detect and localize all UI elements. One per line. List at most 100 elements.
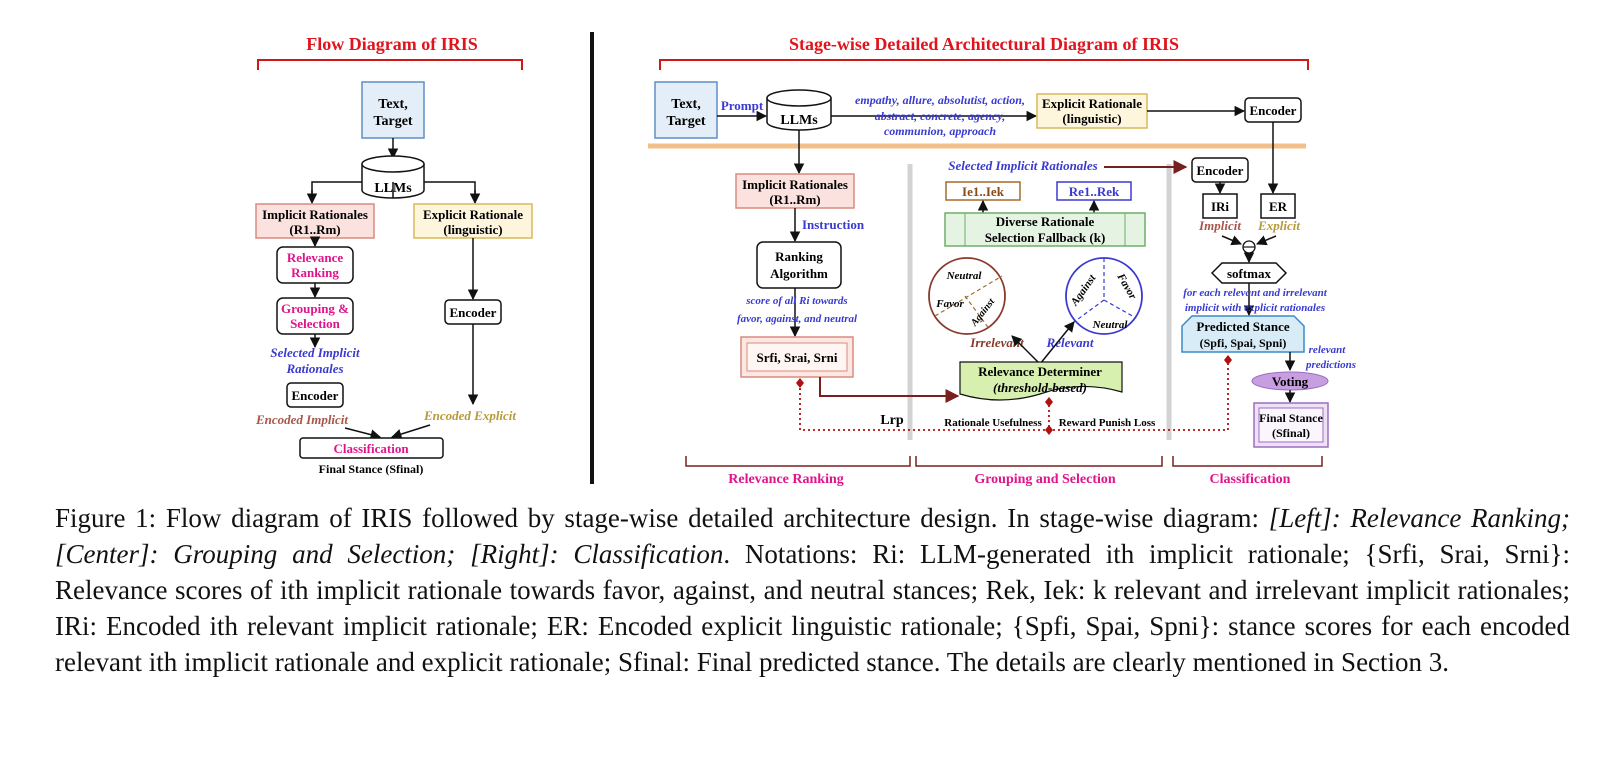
final-l1: Final Stance — [1259, 411, 1323, 425]
right-implicit-box — [735, 173, 855, 209]
left-title: Flow Diagram of IRIS — [306, 34, 478, 54]
right-implicit-l2: (R1..Rm) — [769, 192, 820, 207]
left-grouping-l2: Selection — [290, 316, 341, 331]
left-classification-box — [299, 437, 444, 459]
explicit-label: Explicit — [1257, 218, 1300, 233]
stage2-label: Grouping and Selection — [974, 472, 1116, 487]
stage1-label: Relevance Ranking — [728, 472, 844, 487]
er-label: ER — [1269, 199, 1288, 214]
ranking-algorithm-box — [756, 241, 842, 289]
right-llms-cylinder — [766, 89, 832, 131]
left-encoder-box — [286, 382, 344, 408]
left-relevance-l1: Relevance — [287, 250, 344, 265]
diverse-box — [944, 212, 1146, 247]
left-final-stance: Final Stance (Sfinal) — [319, 462, 424, 476]
right-llms-label: LLMs — [780, 113, 818, 128]
right-explicit-l1: Explicit Rationale — [1042, 96, 1142, 111]
right-text-target-box — [654, 81, 718, 139]
left-implicit-l2: (R1..Rm) — [289, 222, 340, 237]
brace-relevance-ranking — [685, 456, 911, 467]
determiner-l2: (threshold-based) — [993, 380, 1087, 395]
irrelevant-neutral: Neutral — [946, 270, 983, 282]
attributes-l2: abstract, concrete, agency, — [875, 109, 1006, 123]
determiner-l1: Relevance Determiner — [978, 364, 1102, 379]
iris-diagram: Flow Diagram of IRIS Text, Target LLMs I… — [255, 32, 1356, 487]
left-text-target-l2: Target — [373, 114, 412, 129]
attributes-l1: empathy, allure, absolutist, action, — [855, 93, 1025, 107]
right-text-target-l2: Target — [666, 114, 705, 129]
right-title: Stage-wise Detailed Architectural Diagra… — [789, 34, 1179, 54]
caption-part1-italic: [Left]: Relevance Ranking; [Center]: Gro… — [55, 503, 1570, 569]
final-l2: (Sfinal) — [1272, 426, 1310, 440]
irrelevant-circle — [928, 257, 1006, 335]
brace-classification — [1172, 456, 1323, 467]
left-text-target-box — [361, 81, 425, 139]
attributes-l3: communion, approach — [884, 124, 996, 138]
ir-label: IRi — [1211, 199, 1229, 214]
left-explicit-l1: Explicit Rationale — [423, 207, 523, 222]
arrow-llms-split — [311, 181, 476, 202]
right-implicit-l1: Implicit Rationales — [742, 177, 848, 192]
ranking-l1: Ranking — [775, 249, 823, 264]
relevant-pred-l2: predictions — [1305, 359, 1356, 371]
left-selected-l1: Selected Implicit — [270, 345, 360, 360]
instruction-label: Instruction — [802, 217, 865, 232]
score-text-l1: score of all Ri towards — [745, 295, 847, 307]
left-encoded-implicit: Encoded Implicit — [255, 412, 348, 427]
right-col-encoder-label: Encoder — [450, 305, 497, 320]
left-relevance-l2: Ranking — [291, 265, 339, 280]
irrelevant-favor: Favor — [935, 298, 964, 310]
irrelevant-label: Irrelevant — [969, 335, 1024, 350]
ir-box — [1202, 193, 1238, 219]
rationale-usefulness-label: Rationale Usefulness — [944, 417, 1042, 429]
caption-part2: . Notations: Ri: LLM-generated ith impli… — [55, 539, 1570, 677]
softmax-box — [1210, 262, 1288, 284]
score-text-l2: favor, against, and neutral — [737, 313, 858, 325]
left-title-brace — [257, 59, 523, 70]
right-encoder-top-label: Encoder — [1250, 103, 1297, 118]
voting-label: Voting — [1272, 374, 1309, 389]
diverse-l1: Diverse Rationale — [996, 214, 1095, 229]
predicted-l2: (Spfi, Spai, Spni) — [1200, 336, 1287, 350]
scores-label: Srfi, Srai, Srni — [757, 350, 838, 365]
ranking-l2: Algorithm — [770, 266, 828, 281]
left-implicit-box — [255, 203, 375, 239]
figure-caption: Figure 1: Flow diagram of IRIS followed … — [55, 500, 1570, 680]
softmax-label: softmax — [1227, 266, 1272, 281]
left-text-target-l1: Text, — [378, 97, 407, 112]
left-encoded-explicit: Encoded Explicit — [423, 408, 516, 423]
relevant-neutral: Neutral — [1092, 319, 1129, 331]
diverse-l2: Selection Fallback (k) — [985, 230, 1106, 245]
predicted-stance-box — [1181, 315, 1305, 353]
left-selected-l2: Rationales — [285, 361, 343, 376]
brace-grouping — [915, 456, 1163, 467]
lrp-label: Lrp — [880, 413, 904, 428]
arrow-scores-determiner — [819, 377, 960, 403]
left-encoder-label: Encoder — [292, 388, 339, 403]
left-explicit-l2: (linguistic) — [443, 222, 502, 237]
for-each-l1: for each relevant and irrelevant — [1183, 287, 1328, 299]
left-llms-cylinder — [361, 155, 425, 199]
for-each-l2: implicit with explicit rationales — [1185, 302, 1325, 314]
left-classification-label: Classification — [333, 441, 409, 456]
right-text-target-l1: Text, — [671, 97, 700, 112]
right-explicit-box — [1036, 93, 1148, 129]
re-label: Re1..Rek — [1069, 184, 1120, 199]
relevant-pred-l1: relevant — [1309, 344, 1347, 356]
right-title-brace — [659, 59, 1309, 70]
right-explicit-l2: (linguistic) — [1062, 111, 1121, 126]
prompt-label: Prompt — [721, 98, 764, 113]
right-encoder-mid-label: Encoder — [1197, 163, 1244, 178]
determiner-box — [959, 361, 1123, 401]
caption-part1: Figure 1: Flow diagram of IRIS followed … — [55, 503, 1269, 533]
ie-label: Ie1..Iek — [962, 184, 1005, 199]
er-box — [1260, 193, 1296, 219]
left-grouping-l1: Grouping & — [281, 301, 349, 316]
implicit-label: Implicit — [1198, 218, 1241, 233]
predicted-l1: Predicted Stance — [1196, 319, 1289, 334]
relevant-label: Relevant — [1046, 335, 1094, 350]
selected-implicit-label: Selected Implicit Rationales — [948, 158, 1098, 173]
left-implicit-l1: Implicit Rationales — [262, 207, 368, 222]
loss-dotted-line — [799, 360, 1229, 431]
reward-punish-label: Reward Punish Loss — [1059, 417, 1156, 429]
